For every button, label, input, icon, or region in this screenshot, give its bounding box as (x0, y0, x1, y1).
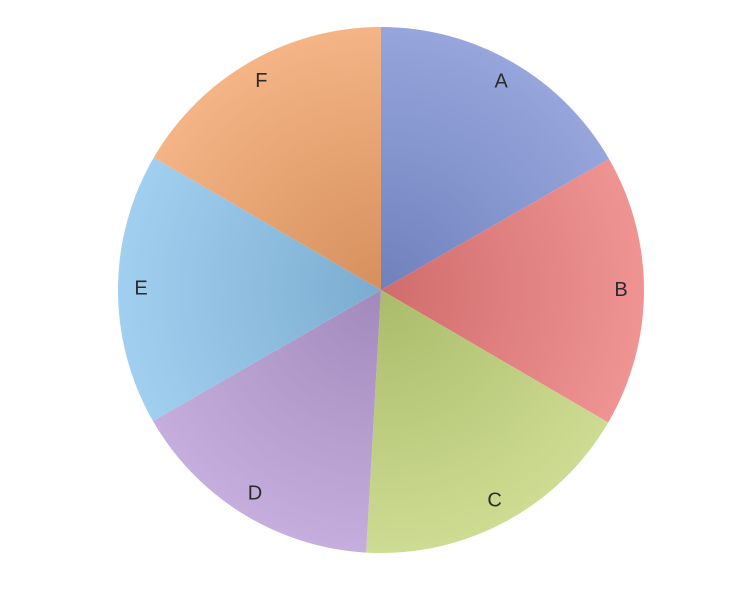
slice-label-d: D (248, 482, 262, 504)
pie-slice-e (118, 157, 381, 422)
pie-slice-a (381, 27, 610, 290)
labels-layer: A B C D E F (134, 70, 627, 512)
slice-label-b: B (614, 279, 627, 301)
pie-slice-f (153, 27, 381, 290)
slices-layer (118, 27, 644, 553)
pie-slice-d (152, 290, 381, 553)
pie-slice-c (366, 290, 609, 553)
pie-slice-b (381, 158, 644, 423)
slice-label-e: E (134, 277, 147, 299)
slice-label-c: C (487, 490, 501, 512)
slice-label-a: A (495, 71, 509, 93)
slice-label-f: F (255, 70, 267, 92)
